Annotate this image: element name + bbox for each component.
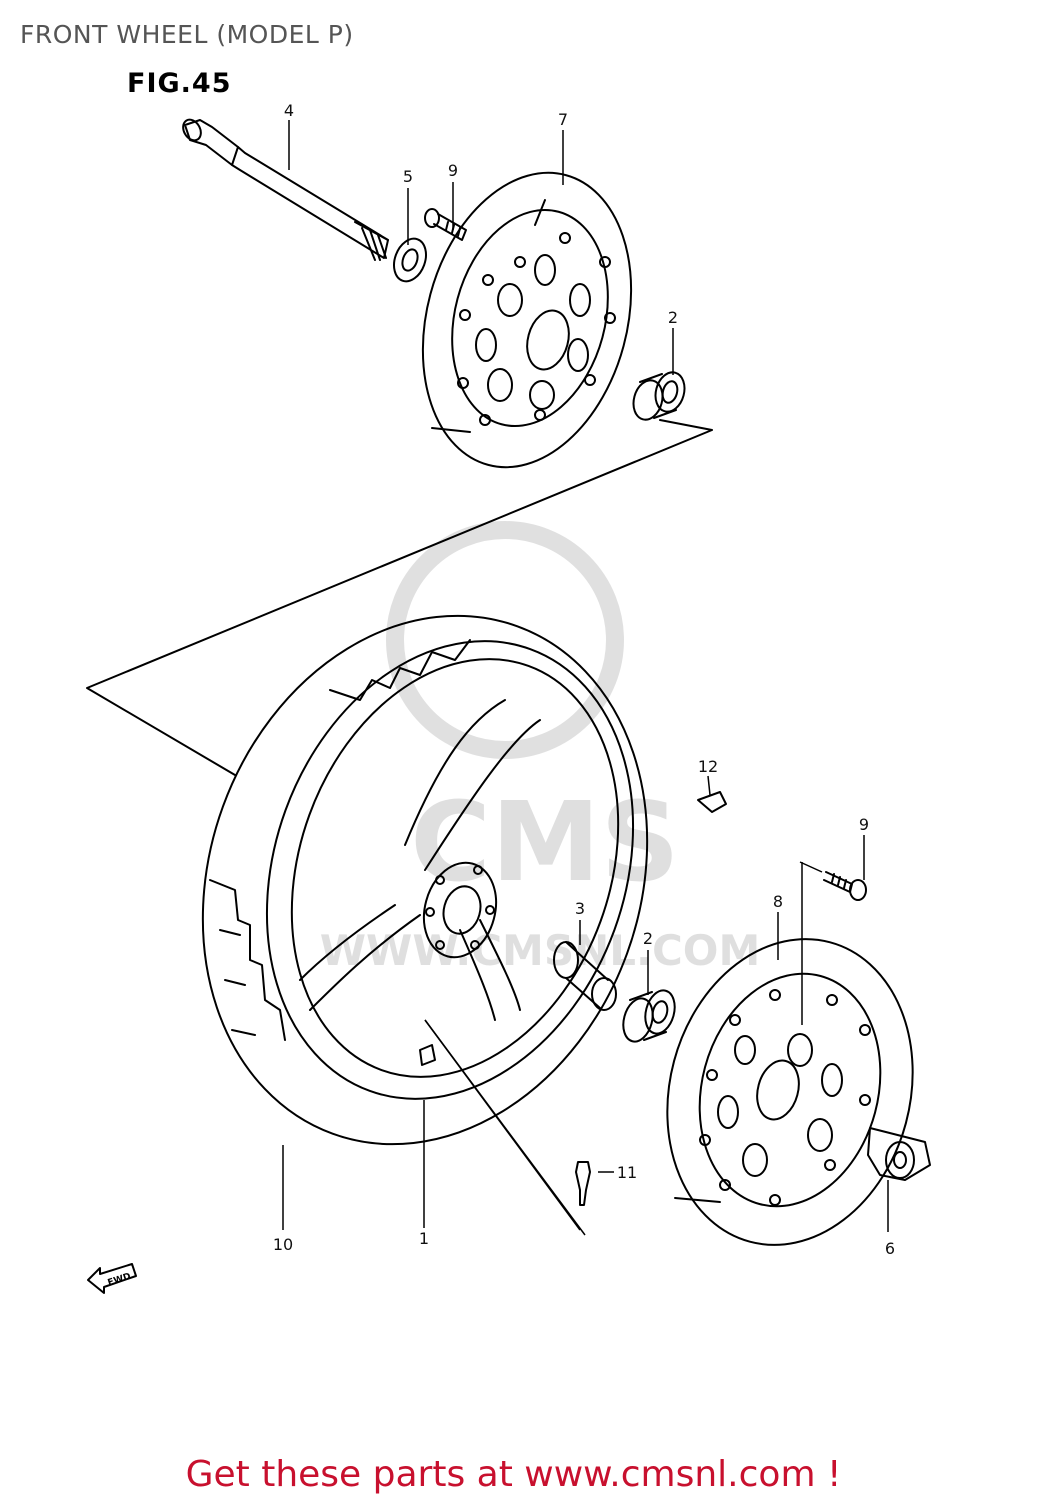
callout-11: 11: [617, 1163, 637, 1182]
callout-10: 10: [273, 1235, 293, 1254]
fwd-arrow-icon: [87, 1263, 137, 1294]
page-title: FRONT WHEEL (MODEL P): [20, 20, 354, 49]
watermark: CMS WWW.CMSNL.COM: [320, 521, 761, 975]
callout-3: 3: [575, 899, 585, 918]
callout-2-top: 2: [668, 308, 678, 327]
bearing-top: [632, 371, 686, 421]
assembly-outline: [86, 419, 713, 776]
callout-9-top: 9: [448, 161, 458, 180]
callout-9-bottom: 9: [859, 815, 869, 834]
leader-lines: [282, 120, 889, 1236]
callout-8: 8: [773, 892, 783, 911]
valve-cap-part: [697, 791, 727, 813]
callout-6: 6: [885, 1239, 895, 1258]
washer-part: [393, 237, 427, 283]
callout-2-bottom: 2: [643, 929, 653, 948]
callout-5: 5: [403, 167, 413, 186]
brake-disc-right: [666, 938, 914, 1246]
callout-12: 12: [698, 757, 718, 776]
svg-text:CMS: CMS: [410, 778, 679, 906]
svg-text:WWW.CMSNL.COM: WWW.CMSNL.COM: [320, 926, 761, 975]
wheel-part: [299, 699, 541, 1066]
callout-1: 1: [419, 1229, 429, 1248]
footer-text[interactable]: Get these parts at www.cmsnl.com !: [185, 1454, 842, 1495]
callout-4: 4: [284, 101, 294, 120]
brake-disc-left: [421, 171, 633, 469]
disc-bolt-bottom: [823, 871, 867, 901]
figure-label: FIG.45: [127, 68, 232, 99]
disc-bolt-top: [424, 208, 467, 241]
speedometer-gear-part: [867, 1127, 931, 1181]
tire-part: [201, 614, 649, 1146]
bearing-bottom: [622, 989, 676, 1043]
axle-part: [182, 118, 389, 261]
callout-7: 7: [558, 110, 568, 129]
spacer-part: [553, 941, 617, 1011]
footer-link[interactable]: Get these parts at www.cmsnl.com !: [0, 1454, 1057, 1495]
valve-part: [575, 1161, 591, 1206]
